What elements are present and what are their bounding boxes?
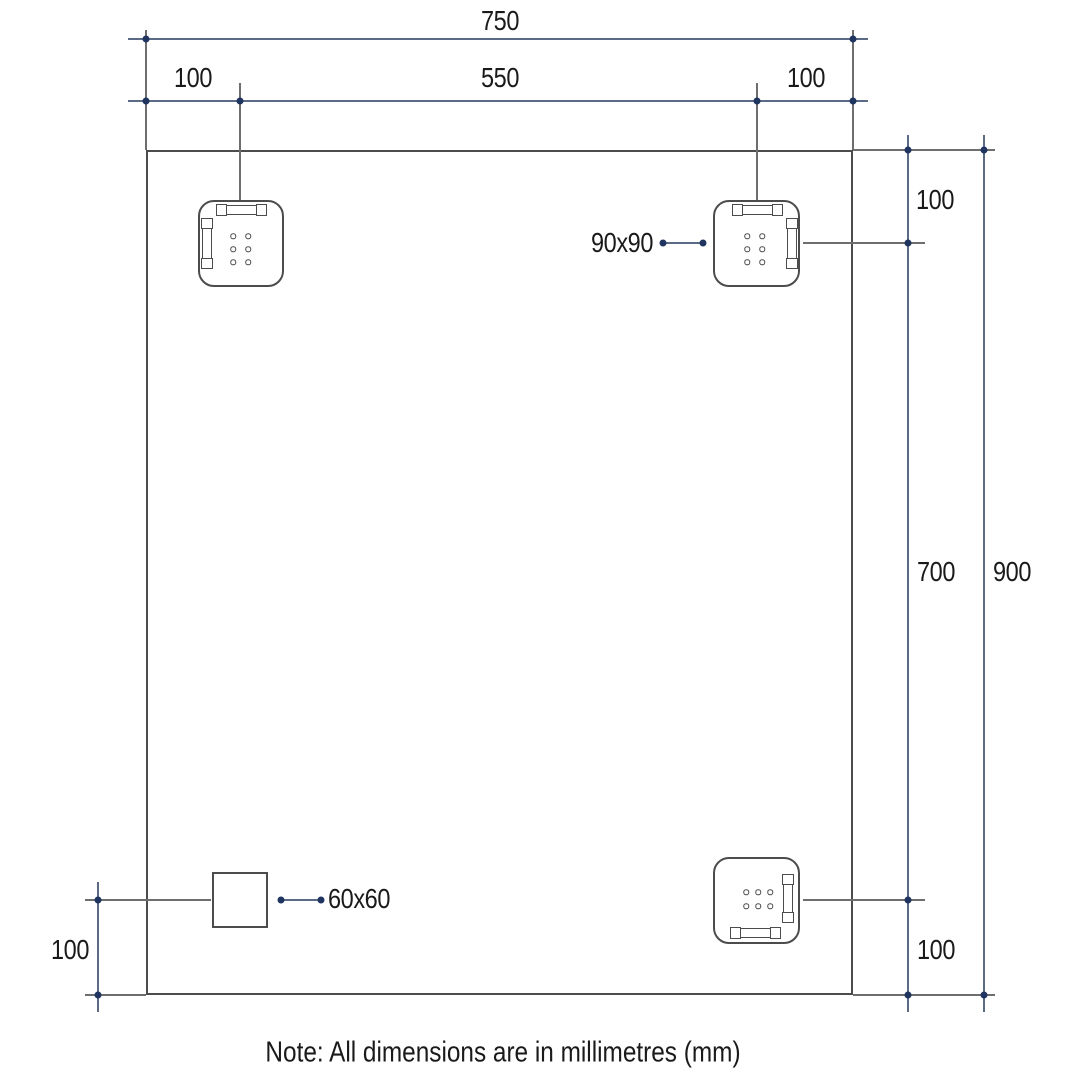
dim-line-right-total [983, 135, 985, 1012]
tick-dot [980, 991, 988, 999]
bracket-tr-rail-cap [772, 204, 783, 216]
extension-line-top-right-corner [853, 149, 995, 151]
screw-hole [245, 246, 251, 252]
dim-label-right-total: 900 [993, 556, 1031, 587]
screw-hole [230, 233, 236, 239]
dim-label-right-top: 100 [916, 184, 954, 215]
tick-dot [849, 35, 857, 43]
dim-label-top-right: 100 [787, 62, 825, 93]
screw-hole [744, 246, 750, 252]
dim-label-right-bottom: 100 [917, 934, 955, 965]
bracket-tl-rail-cap [201, 258, 213, 269]
extension-line-left-top [145, 30, 147, 150]
extension-line-bracket-br-center [803, 899, 925, 901]
extension-line-bottom-left-corner [85, 994, 146, 996]
dim-label-top-left: 100 [174, 62, 212, 93]
bracket-tl-rail-cap [256, 204, 267, 216]
tick-dot [753, 97, 761, 105]
screw-hole [743, 889, 749, 895]
screw-hole [755, 903, 761, 909]
bracket-tr-rail-cap [786, 258, 798, 269]
dim-label-top-mid: 550 [481, 62, 519, 93]
dim-line-top-segments [128, 100, 868, 102]
tick-dot [849, 97, 857, 105]
extension-line-bottom-right-corner [853, 994, 995, 996]
screw-hole [759, 233, 765, 239]
tick-dot [904, 239, 912, 247]
panel-outline [146, 150, 853, 995]
tick-dot [904, 991, 912, 999]
screw-hole [230, 259, 236, 265]
tick-dot [317, 896, 325, 904]
dim-line-left-bottom [97, 882, 99, 1012]
bracket-tl-rail-cap [201, 218, 213, 229]
screw-hole [755, 889, 761, 895]
dim-label-left-bottom: 100 [51, 934, 89, 965]
tick-dot [142, 97, 150, 105]
bracket-tr-rail-cap [786, 218, 798, 229]
callout-leader-60x60 [281, 899, 321, 901]
screw-hole [767, 903, 773, 909]
mounting-plate-bottom-left [212, 872, 268, 928]
tick-dot [94, 991, 102, 999]
tick-dot [142, 35, 150, 43]
note-text: Note: All dimensions are in millimetres … [265, 1036, 741, 1069]
extension-line-bracket-tl [239, 83, 241, 200]
tick-dot [904, 896, 912, 904]
extension-line-bracket-tr-center [803, 242, 925, 244]
tick-dot [659, 239, 667, 247]
bracket-tl-rail-cap [216, 204, 227, 216]
extension-line-bracket-tr [756, 83, 758, 200]
callout-label-90x90: 90x90 [591, 227, 653, 258]
tick-dot [699, 239, 707, 247]
tick-dot [94, 896, 102, 904]
tick-dot [904, 146, 912, 154]
tick-dot [236, 97, 244, 105]
bracket-br-rail-cap [782, 912, 794, 923]
dim-line-top-total [128, 38, 868, 40]
callout-label-60x60: 60x60 [328, 883, 390, 914]
screw-hole [759, 246, 765, 252]
screw-hole [767, 889, 773, 895]
callout-leader-90x90 [663, 242, 703, 244]
bracket-br-rail-cap [730, 927, 741, 939]
screw-hole [743, 903, 749, 909]
screw-hole [245, 259, 251, 265]
extension-line-right-top [852, 30, 854, 150]
screw-hole [759, 259, 765, 265]
bracket-br-rail-cap [782, 874, 794, 885]
bracket-br-rail-cap [770, 927, 781, 939]
screw-hole [245, 233, 251, 239]
dim-line-right-segments [907, 135, 909, 1012]
dim-label-top-total: 750 [481, 5, 519, 36]
tick-dot [277, 896, 285, 904]
screw-hole [744, 233, 750, 239]
screw-hole [744, 259, 750, 265]
screw-hole [230, 246, 236, 252]
tick-dot [980, 146, 988, 154]
extension-line-plate-bl-center [85, 899, 211, 901]
dim-label-right-mid: 700 [917, 556, 955, 587]
bracket-tr-rail-cap [732, 204, 743, 216]
